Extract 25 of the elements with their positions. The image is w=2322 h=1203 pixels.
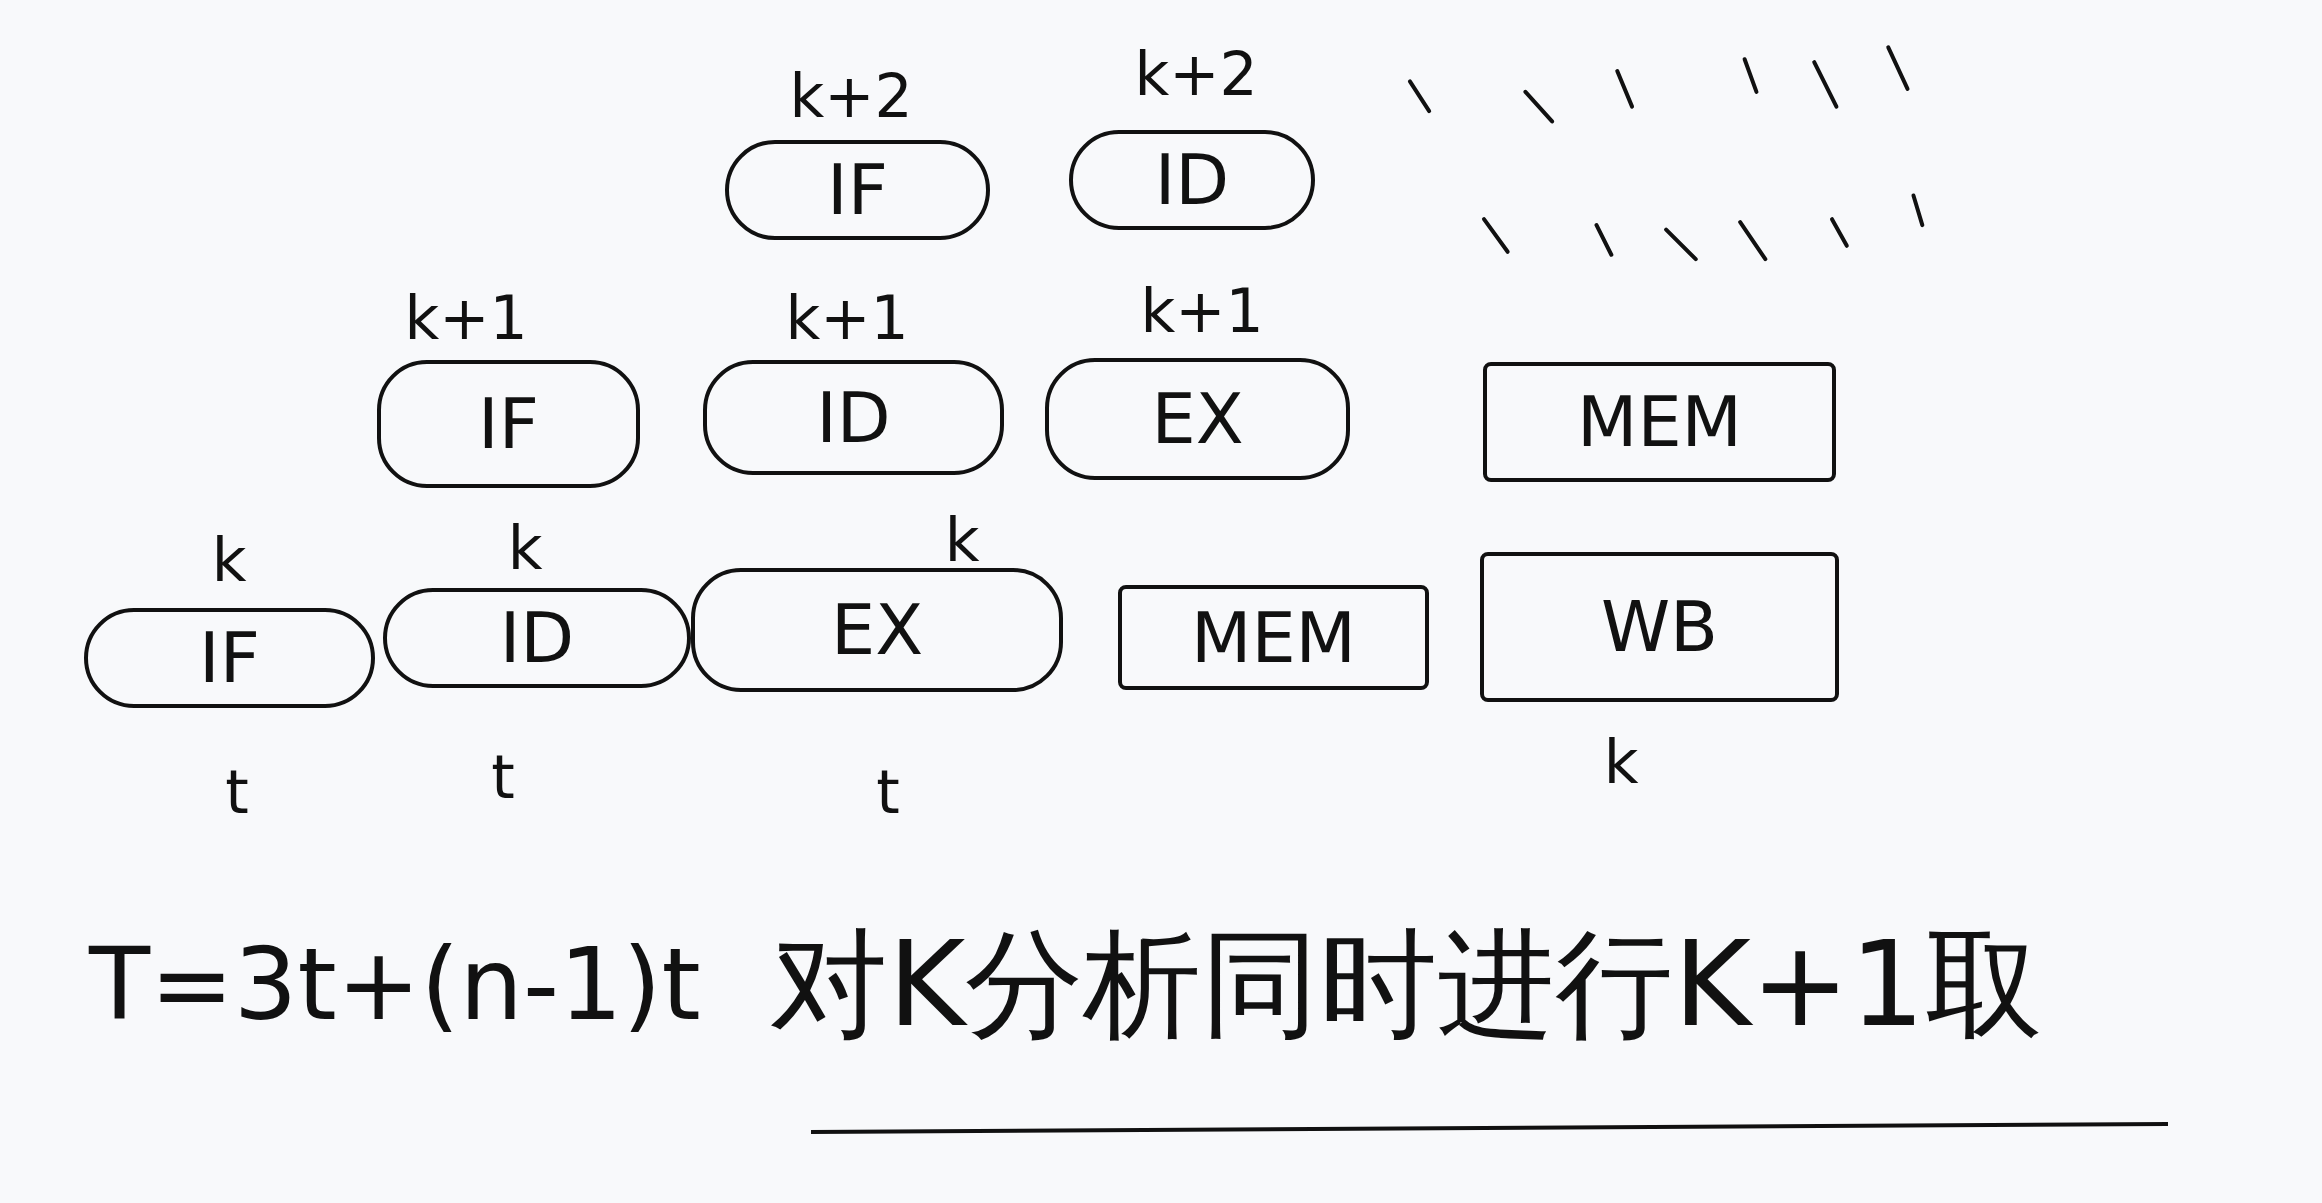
stage-bubble: EX	[691, 568, 1063, 692]
stage-bubble: ID	[703, 360, 1004, 475]
stage-box: WB	[1480, 552, 1839, 702]
stage-bubble: IF	[377, 360, 640, 488]
time-label: t	[225, 762, 249, 822]
stage-box: MEM	[1118, 585, 1429, 690]
instruction-label: k	[211, 530, 247, 590]
note-text: 对K分析同时进行K+1取	[770, 925, 2043, 1043]
instruction-label: k+2	[1134, 44, 1258, 104]
stage-bubble: ID	[1069, 130, 1315, 230]
stage-box: MEM	[1483, 362, 1836, 482]
instruction-label: k	[944, 510, 980, 570]
stage-bubble: ID	[383, 588, 691, 688]
instruction-label: k+1	[785, 288, 909, 348]
instruction-label: k	[507, 518, 543, 578]
instruction-label: k	[1603, 732, 1639, 792]
instruction-label: k+2	[789, 66, 913, 126]
instruction-label: k+1	[1140, 281, 1264, 341]
time-label: t	[491, 747, 515, 807]
formula: T=3t+(n-1)t	[89, 935, 701, 1035]
stage-bubble: IF	[725, 140, 990, 240]
stage-bubble: EX	[1045, 358, 1350, 480]
time-label: t	[876, 762, 900, 822]
stage-bubble: IF	[84, 608, 375, 708]
instruction-label: k+1	[404, 288, 528, 348]
